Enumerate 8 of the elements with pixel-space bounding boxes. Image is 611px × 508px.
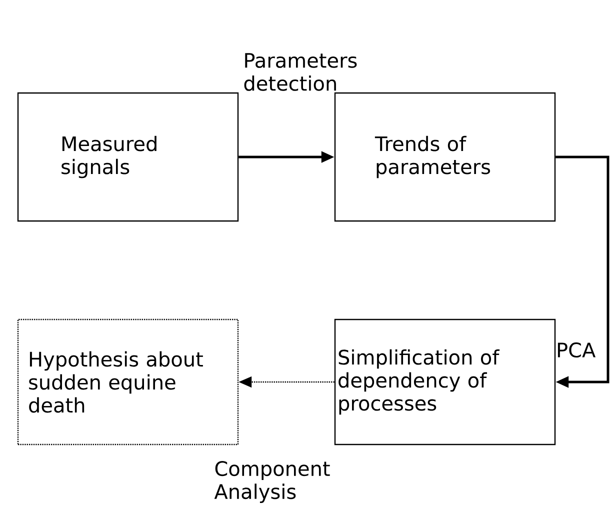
edge-label: PCA: [558, 342, 596, 358]
arrow: [556, 156, 610, 388]
process-box: Measured signals: [17, 92, 239, 222]
edge-label: Parameters detection: [244, 53, 357, 91]
process-box: Hypothesis about sudden equine death: [17, 318, 239, 446]
edge-label: Component Analysis: [214, 461, 330, 503]
process-box: Trends of parameters: [334, 92, 556, 222]
process-box: Simplification of dependency of processes: [334, 318, 556, 446]
